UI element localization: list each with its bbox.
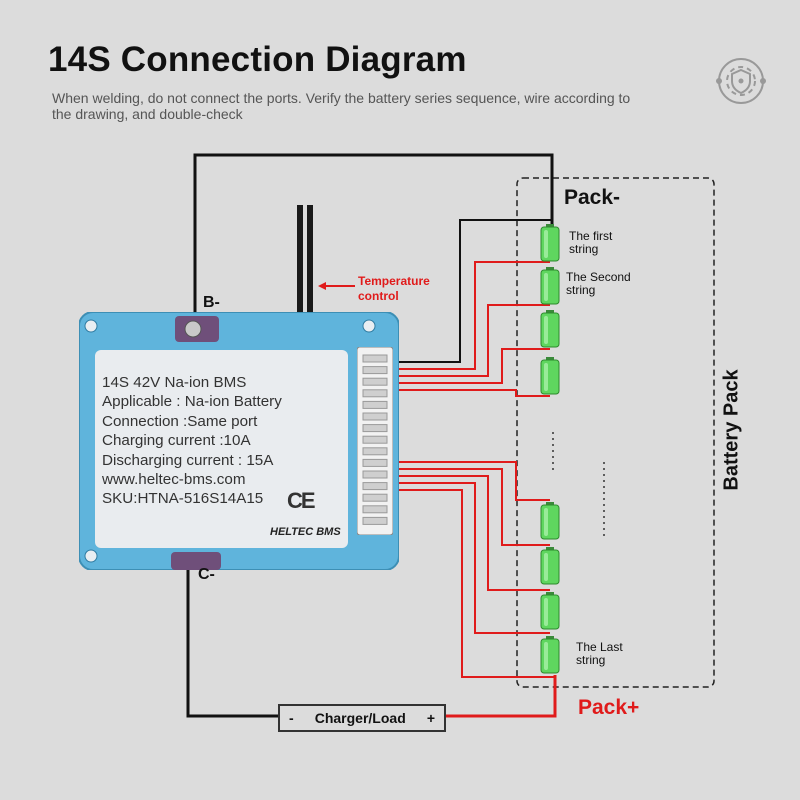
spec-line: Applicable : Na-ion Battery xyxy=(102,393,282,411)
heltec-logo: HELTEC BMS xyxy=(270,526,341,538)
bms-spec-list: 14S 42V Na-ion BMS Applicable : Na-ion B… xyxy=(102,373,282,509)
charger-plus-terminal: + xyxy=(426,710,435,726)
spec-line: Charging current :10A xyxy=(102,432,251,450)
connector-pin xyxy=(362,458,388,467)
spec-line: SKU:HTNA-516S14A15 xyxy=(102,490,264,508)
battery-cell xyxy=(540,357,560,395)
charger-load-label: Charger/Load xyxy=(314,710,406,726)
ntc-cable-2 xyxy=(307,205,313,313)
connector-pin xyxy=(362,470,388,479)
connector-pin xyxy=(362,482,388,491)
connector-pin xyxy=(362,366,388,375)
pack-minus-balance-wire xyxy=(395,219,552,363)
charger-load-box: - Charger/Load + xyxy=(278,704,446,732)
bms-spec-label xyxy=(95,350,348,548)
battery-cell xyxy=(540,502,560,540)
battery-cell xyxy=(540,592,560,630)
battery-cell xyxy=(540,267,560,305)
b-minus-wire xyxy=(193,153,554,318)
lower-balance-wires xyxy=(395,461,555,678)
ce-mark: CE xyxy=(287,488,316,513)
connector-pin xyxy=(362,447,388,456)
pack-plus-wire xyxy=(446,675,557,718)
c-minus-wire xyxy=(186,558,278,718)
spec-line: 14S 42V Na-ion BMS xyxy=(102,374,247,391)
first-string-label: The first string xyxy=(569,229,613,256)
battery-pack-outline xyxy=(516,177,715,688)
connector-pin xyxy=(362,516,388,525)
connector-pin xyxy=(362,400,388,409)
page-subtitle: When welding, do not connect the ports. … xyxy=(52,90,631,122)
shield-network-icon xyxy=(716,58,766,104)
connector-pin xyxy=(362,435,388,444)
page-title: 14S Connection Diagram xyxy=(48,40,467,79)
battery-cell xyxy=(540,547,560,585)
connector-pin xyxy=(362,354,388,363)
spec-line: www.heltec-bms.com xyxy=(102,471,246,489)
battery-cell xyxy=(540,636,560,674)
pack-plus-label: Pack+ xyxy=(578,696,640,719)
connector-pin xyxy=(362,493,388,502)
temperature-control-label: Temperature control xyxy=(358,274,430,303)
connector-pin xyxy=(362,424,388,433)
charger-minus-terminal: - xyxy=(289,710,294,726)
connector-pin xyxy=(362,389,388,398)
c-minus-label: C- xyxy=(198,566,215,583)
b-minus-label: B- xyxy=(203,294,220,311)
ntc-cable-1 xyxy=(297,205,303,313)
second-string-label: The Second string xyxy=(566,270,631,297)
spec-line: Discharging current : 15A xyxy=(102,451,274,469)
battery-cell xyxy=(540,224,560,262)
connector-pin xyxy=(362,505,388,514)
spec-line: Connection :Same port xyxy=(102,412,258,430)
connector-pin xyxy=(362,412,388,421)
pack-minus-label: Pack- xyxy=(564,186,621,209)
battery-pack-label: Battery Pack xyxy=(720,369,743,491)
balance-connector xyxy=(357,347,393,535)
upper-balance-wires xyxy=(395,261,550,397)
connector-pin xyxy=(362,377,388,386)
last-string-label: The Last string xyxy=(576,640,623,667)
battery-cell xyxy=(540,310,560,348)
